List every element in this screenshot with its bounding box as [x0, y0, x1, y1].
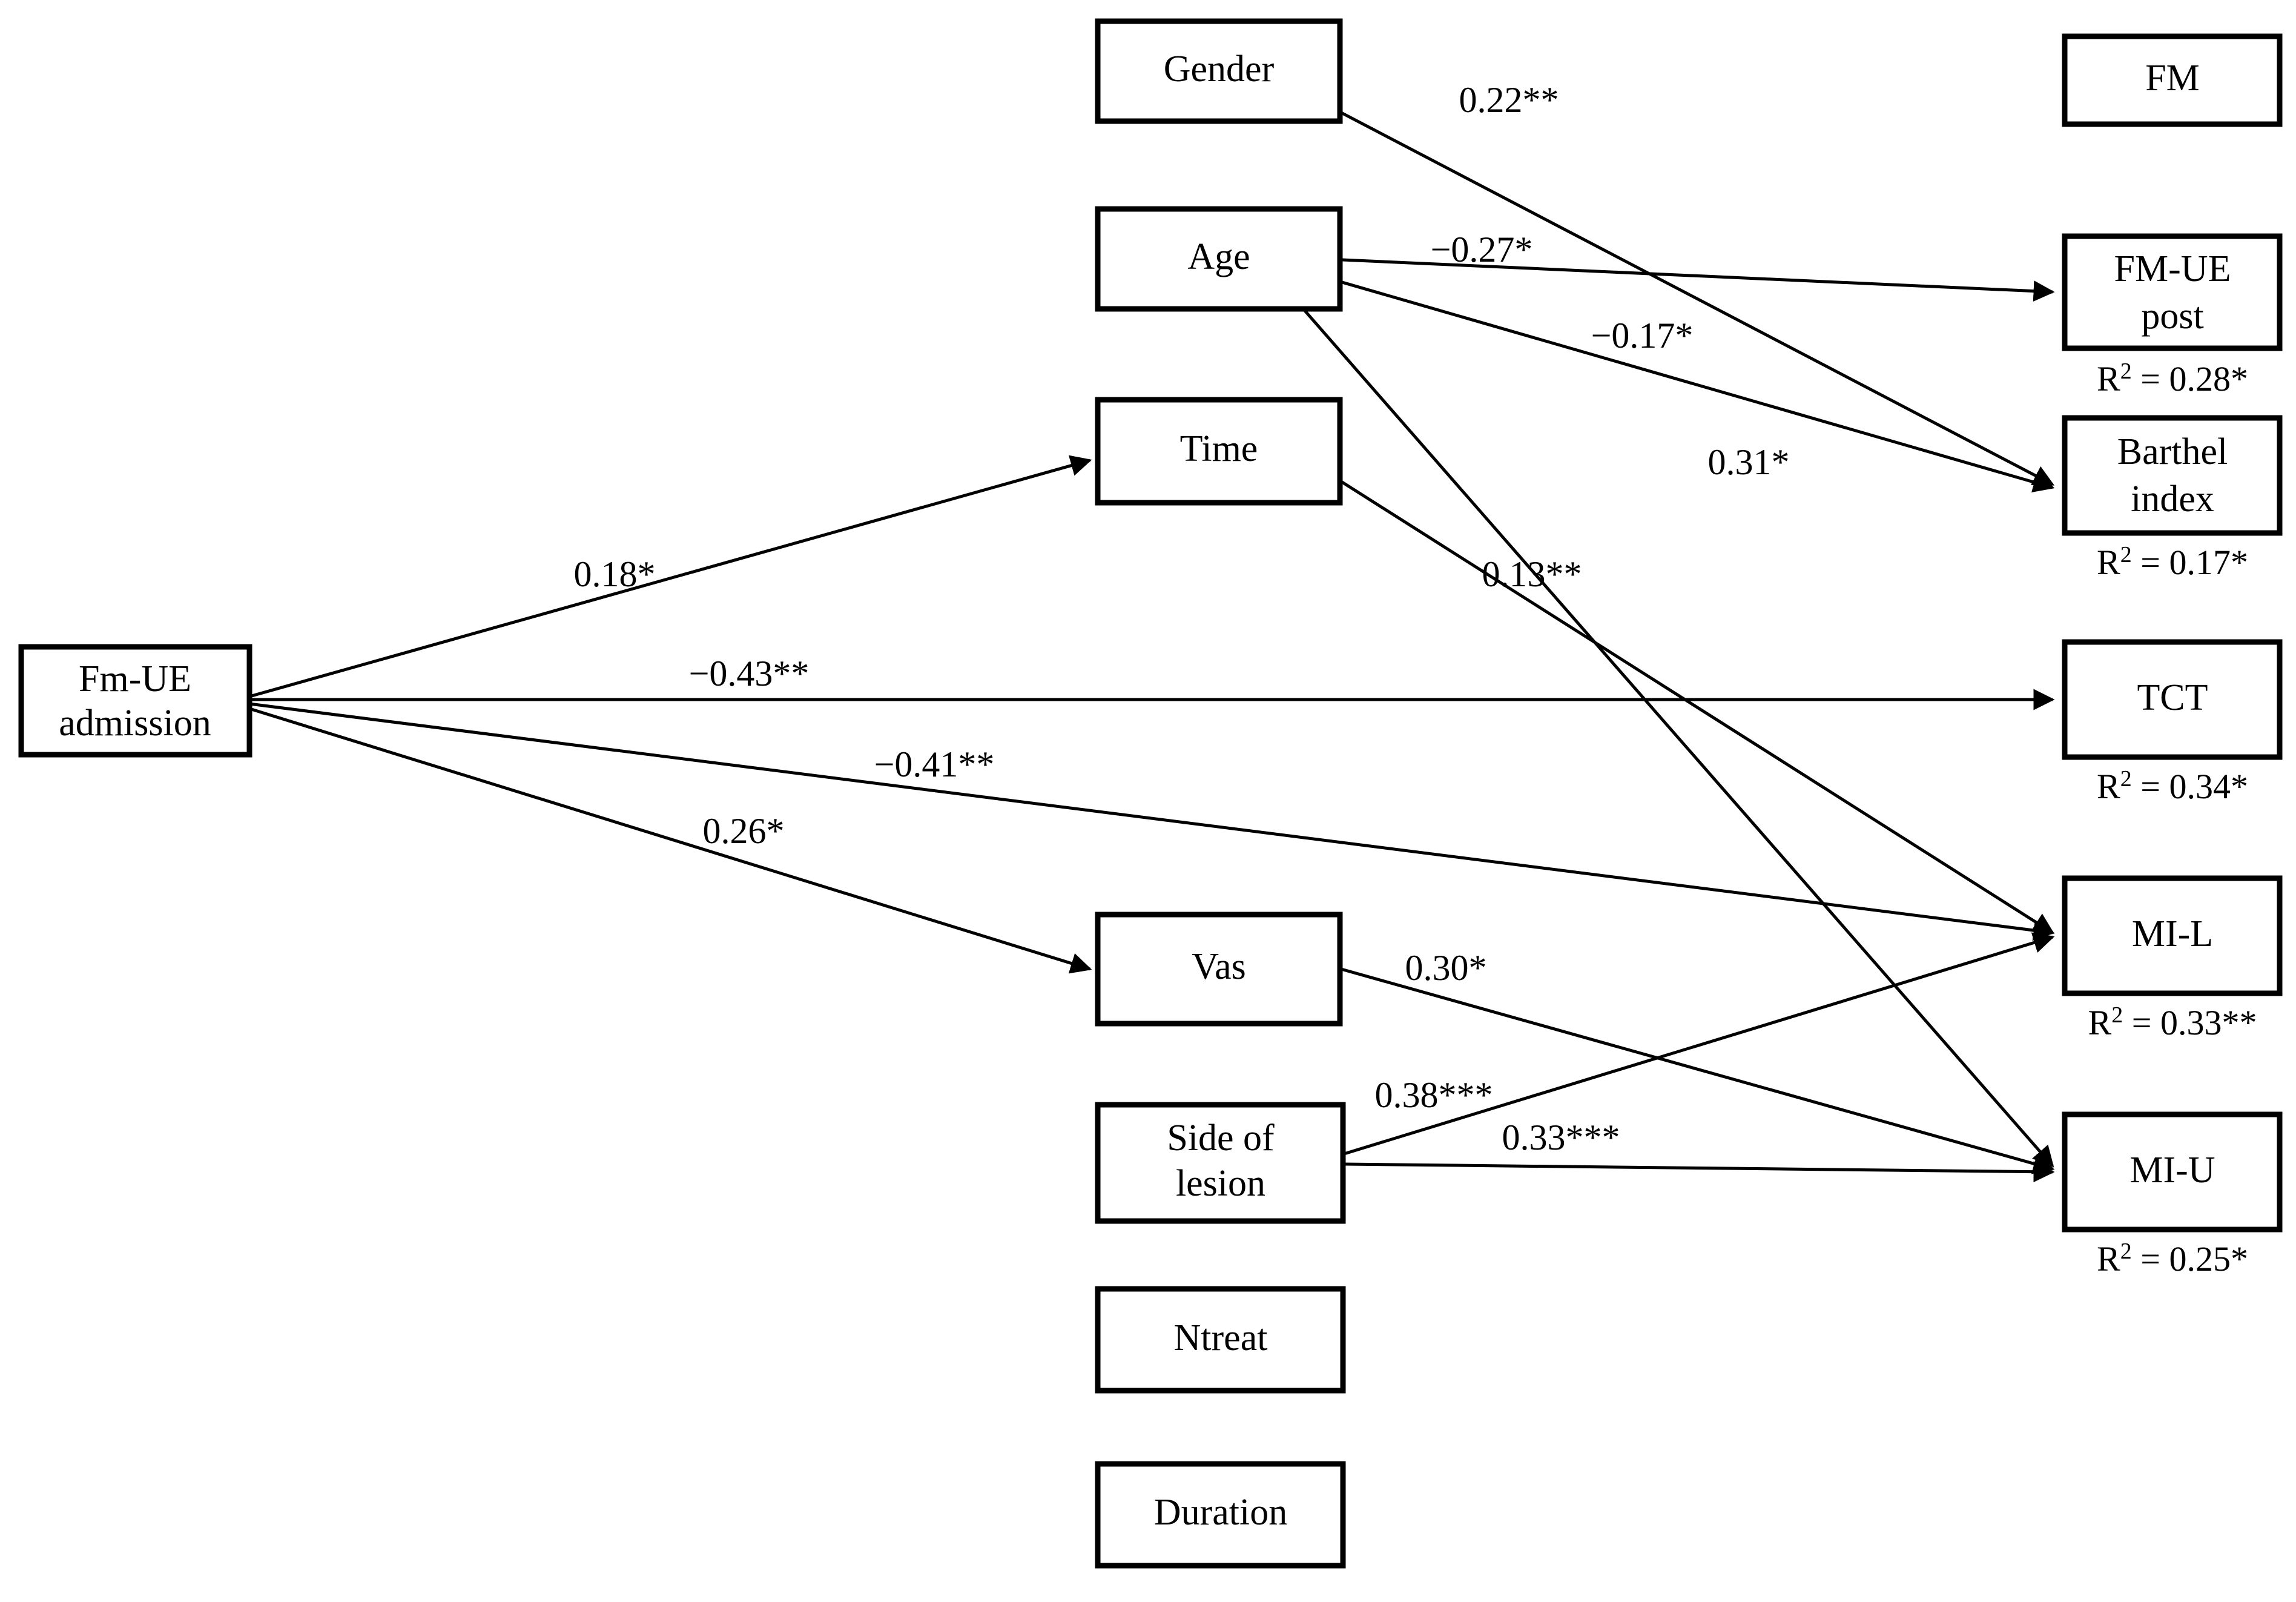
node-mi-u-r2: R2 = 0.25* [2097, 1239, 2248, 1279]
node-age[interactable]: Age [1095, 206, 1343, 312]
node-time[interactable]: Time [1095, 397, 1343, 506]
node-fm-box[interactable] [2062, 33, 2283, 127]
path-lines [249, 70, 2055, 1183]
node-fm-ue-post-label-line2: post [2141, 296, 2203, 337]
path-label-fmue-admission-to-mi-l: −0.41** [874, 744, 995, 784]
node-gender[interactable]: Gender [1095, 18, 1343, 124]
path-label-gender-to-barthel: 0.22** [1459, 80, 1559, 120]
path-label-age-to-barthel: −0.17* [1591, 316, 1694, 356]
node-time-box[interactable] [1095, 397, 1343, 506]
path-line-gender-to-barthel [1261, 70, 2055, 486]
node-side-of-lesion[interactable]: Side of lesion [1095, 1102, 1346, 1224]
path-label-age-to-mi-u: 0.31* [1708, 442, 1790, 482]
node-mi-l-r2: R2 = 0.33** [2088, 1002, 2257, 1042]
node-tct[interactable]: TCT R2 = 0.34* [2062, 639, 2283, 806]
node-duration-label: Duration [1154, 1492, 1287, 1533]
path-line-side-to-mi-l [1344, 932, 2055, 1156]
node-mi-l[interactable]: MI-L R2 = 0.33** [2062, 875, 2283, 1042]
node-duration-box[interactable] [1095, 1461, 1346, 1569]
path-line-fmue-admission-to-time [249, 455, 1092, 698]
node-fmue-admission-label-line1: Fm-UE [79, 658, 191, 700]
node-barthel-index-box[interactable] [2062, 415, 2283, 536]
node-mi-l-box[interactable] [2062, 875, 2283, 996]
node-fm-ue-post-box[interactable] [2062, 233, 2283, 351]
node-time-label: Time [1180, 428, 1258, 469]
node-age-label: Age [1187, 236, 1250, 277]
path-label-fmue-admission-to-time: 0.18* [574, 554, 656, 594]
path-coefficient-labels: 0.22** −0.27* −0.17* 0.31* 0.13** 0.18* … [574, 80, 1790, 1157]
node-barthel-index-label-line2: index [2131, 478, 2214, 520]
node-mi-l-label: MI-L [2132, 913, 2213, 955]
node-gender-box[interactable] [1095, 18, 1343, 124]
node-vas[interactable]: Vas [1095, 912, 1343, 1027]
outcome-nodes: FM FM-UE post R2 = 0.28* Barthel index R… [2062, 33, 2283, 1279]
node-fm-ue-post-r2: R2 = 0.28* [2097, 359, 2248, 399]
node-vas-box[interactable] [1095, 912, 1343, 1027]
path-line-side-to-mi-u [1344, 1161, 2055, 1183]
node-fm-ue-post-label-line1: FM-UE [2114, 248, 2231, 290]
node-side-of-lesion-label-line2: lesion [1176, 1163, 1265, 1204]
path-line-vas-to-mi-u [1341, 967, 2055, 1174]
node-fm-ue-post[interactable]: FM-UE post R2 = 0.28* [2062, 233, 2283, 399]
node-fmue-admission-box[interactable] [18, 644, 252, 758]
path-line-age-to-barthel [1262, 257, 2055, 493]
node-ntreat[interactable]: Ntreat [1095, 1286, 1346, 1394]
node-gender-label: Gender [1164, 48, 1275, 90]
path-label-vas-to-mi-u: 0.30* [1405, 948, 1487, 988]
node-tct-box[interactable] [2062, 639, 2283, 760]
node-tct-label: TCT [2137, 677, 2208, 718]
node-mi-u-box[interactable] [2062, 1111, 2283, 1233]
node-age-box[interactable] [1095, 206, 1343, 312]
node-fm[interactable]: FM [2062, 33, 2283, 127]
node-fm-label: FM [2145, 58, 2200, 99]
node-fmue-admission[interactable]: Fm-UE admission [18, 644, 252, 758]
node-mi-u[interactable]: MI-U R2 = 0.25* [2062, 1111, 2283, 1279]
node-fmue-admission-label-line2: admission [59, 703, 211, 744]
node-vas-label: Vas [1192, 946, 1246, 987]
path-label-fmue-admission-to-tct: −0.43** [689, 654, 810, 693]
path-label-side-to-mi-u: 0.33*** [1502, 1117, 1620, 1157]
node-side-of-lesion-label-line1: Side of [1167, 1117, 1275, 1159]
path-line-age-to-fm-ue-post [1262, 254, 2055, 302]
path-line-age-to-mi-u [1261, 261, 2054, 1168]
path-label-side-to-mi-l: 0.38*** [1375, 1075, 1493, 1115]
path-line-fmue-admission-to-mi-l [249, 702, 2055, 941]
path-label-fmue-admission-to-vas: 0.26* [703, 811, 785, 851]
path-label-age-to-fm-ue-post: −0.27* [1431, 230, 1533, 270]
node-barthel-index-r2: R2 = 0.17* [2097, 542, 2248, 582]
node-barthel-index-label-line1: Barthel [2117, 431, 2228, 472]
node-tct-r2: R2 = 0.34* [2097, 766, 2248, 806]
mediator-nodes: Gender Age Time Vas Side of lesion [1095, 18, 1346, 1569]
node-duration[interactable]: Duration [1095, 1461, 1346, 1569]
path-line-time-to-mi-l [1340, 480, 2054, 935]
node-side-of-lesion-box[interactable] [1095, 1102, 1346, 1224]
node-ntreat-label: Ntreat [1174, 1317, 1268, 1359]
node-barthel-index[interactable]: Barthel index R2 = 0.17* [2062, 415, 2283, 582]
node-mi-u-label: MI-U [2129, 1150, 2215, 1191]
path-line-fmue-admission-to-vas [249, 707, 1092, 974]
path-label-time-to-mi-l: 0.13** [1482, 554, 1582, 594]
node-ntreat-box[interactable] [1095, 1286, 1346, 1394]
